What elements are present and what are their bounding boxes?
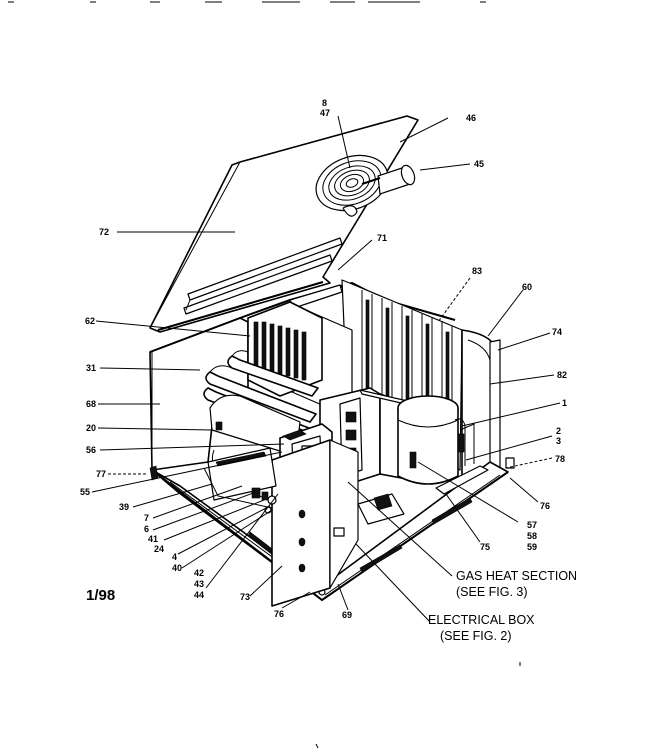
heat-exchanger-fins: [253, 321, 307, 381]
top-cover-panel: [149, 115, 419, 333]
callout-57: 57: [527, 520, 537, 530]
callout-75: 75: [480, 542, 490, 552]
callout-73: 73: [240, 592, 250, 602]
callout-77: 77: [96, 469, 106, 479]
callout-44: 44: [194, 590, 204, 600]
internals: [203, 284, 489, 607]
callout-39: 39: [119, 502, 129, 512]
callout-78: 78: [555, 454, 565, 464]
callout-60: 60: [522, 282, 532, 292]
section-labels: GAS HEAT SECTION (SEE FIG. 3) ELECTRICAL…: [428, 569, 577, 643]
callout-69: 69: [342, 610, 352, 620]
callout-82: 82: [557, 370, 567, 380]
callout-58: 58: [527, 531, 537, 541]
callout-43: 43: [194, 579, 204, 589]
callout-46: 46: [466, 113, 476, 123]
callout-62: 62: [85, 316, 95, 326]
gas-heat-section-label: GAS HEAT SECTION: [456, 569, 577, 583]
stray-mark-bottom: [315, 743, 319, 749]
callout-56: 56: [86, 445, 96, 455]
electrical-box-ref: (SEE FIG. 2): [440, 629, 512, 643]
callout-55: 55: [80, 487, 90, 497]
callout-31: 31: [86, 363, 96, 373]
callout-2: 2: [556, 426, 561, 436]
callout-41: 41: [148, 534, 158, 544]
callout-71: 71: [377, 233, 387, 243]
callout-68: 68: [86, 399, 96, 409]
callout-74: 74: [552, 327, 562, 337]
callout-labels: 8 47 46 45 72 71 83 60 62 74 31 82 68 1 …: [80, 98, 567, 620]
leader-lines: [91, 115, 561, 623]
callout-76: 76: [540, 501, 550, 511]
callout-8: 8: [322, 98, 327, 108]
callout-59: 59: [527, 542, 537, 552]
callout-7: 7: [144, 513, 149, 523]
callout-24: 24: [154, 544, 164, 554]
callout-47: 47: [320, 108, 330, 118]
callout-1: 1: [562, 398, 567, 408]
callout-42: 42: [194, 568, 204, 578]
callout-45: 45: [474, 159, 484, 169]
callout-20: 20: [86, 423, 96, 433]
date-code: 1/98: [86, 587, 115, 604]
callout-40: 40: [172, 563, 182, 573]
callout-76-bottom: 76: [274, 609, 284, 619]
gas-heat-section-ref: (SEE FIG. 3): [456, 585, 528, 599]
callout-3: 3: [556, 436, 561, 446]
callout-4: 4: [172, 552, 177, 562]
callout-6: 6: [144, 524, 149, 534]
callout-72: 72: [99, 227, 109, 237]
electrical-box-label: ELECTRICAL BOX: [428, 613, 535, 627]
callout-83: 83: [472, 266, 482, 276]
